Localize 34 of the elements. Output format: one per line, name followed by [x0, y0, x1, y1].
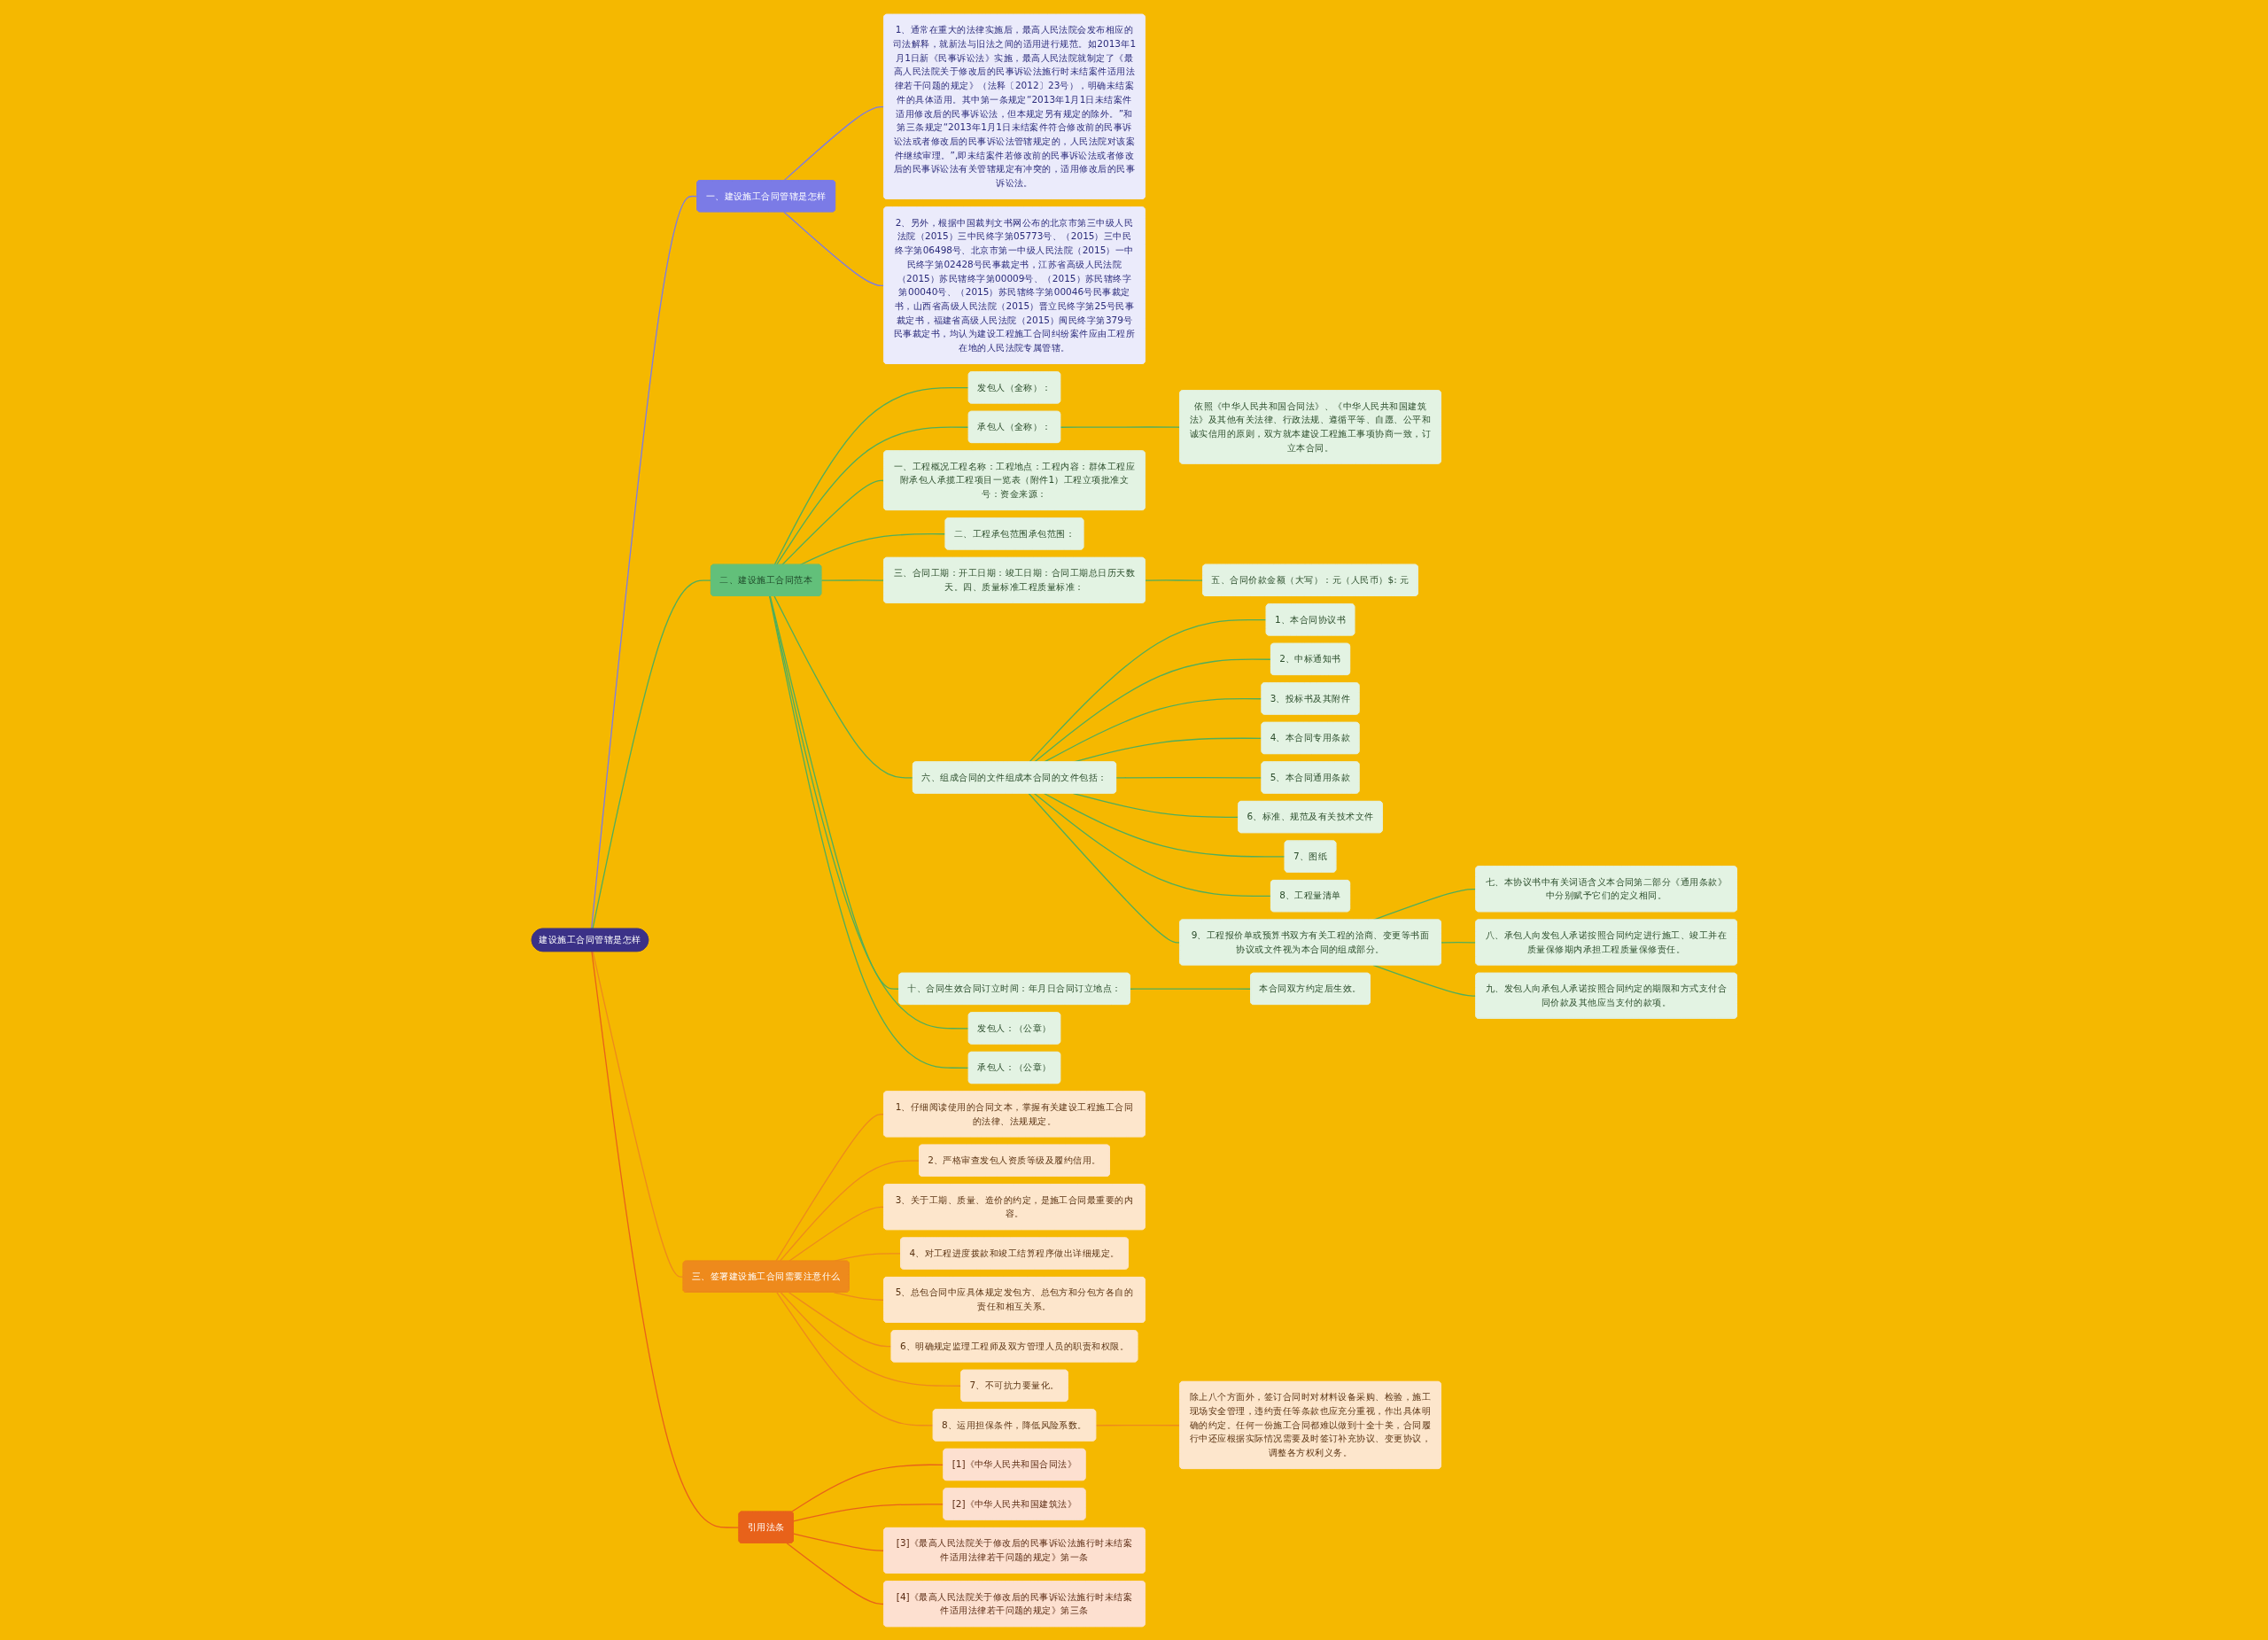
connector: [820, 579, 885, 581]
connector: [592, 950, 684, 1278]
connector: [775, 1291, 934, 1426]
connector: [780, 1291, 962, 1387]
connector: [773, 386, 969, 565]
connector: [792, 1503, 944, 1522]
connector: [1033, 792, 1272, 897]
connector: [1043, 792, 1285, 858]
connector: [792, 1533, 885, 1551]
connector: [1115, 776, 1262, 778]
connector: [782, 211, 885, 286]
connector: [779, 1159, 920, 1262]
connector: [1028, 618, 1267, 763]
connector: [1144, 579, 1204, 581]
connector: [1028, 792, 1181, 944]
connector: [590, 195, 698, 929]
connector: [1072, 792, 1239, 818]
connector: [1033, 658, 1272, 763]
connector: [774, 1113, 885, 1262]
connector: [833, 1291, 885, 1301]
connector: [1372, 964, 1477, 997]
connector: [1095, 1424, 1181, 1426]
connector: [1060, 425, 1181, 428]
connector: [1129, 987, 1252, 990]
connector: [773, 595, 913, 778]
connector: [782, 105, 885, 182]
connector: [781, 479, 885, 565]
connector: [590, 950, 740, 1528]
connector: [775, 426, 969, 565]
connector: [1440, 941, 1477, 944]
connector: [592, 579, 712, 929]
connector: [790, 1464, 944, 1512]
connector: [788, 1291, 892, 1347]
connector: [786, 1542, 885, 1605]
